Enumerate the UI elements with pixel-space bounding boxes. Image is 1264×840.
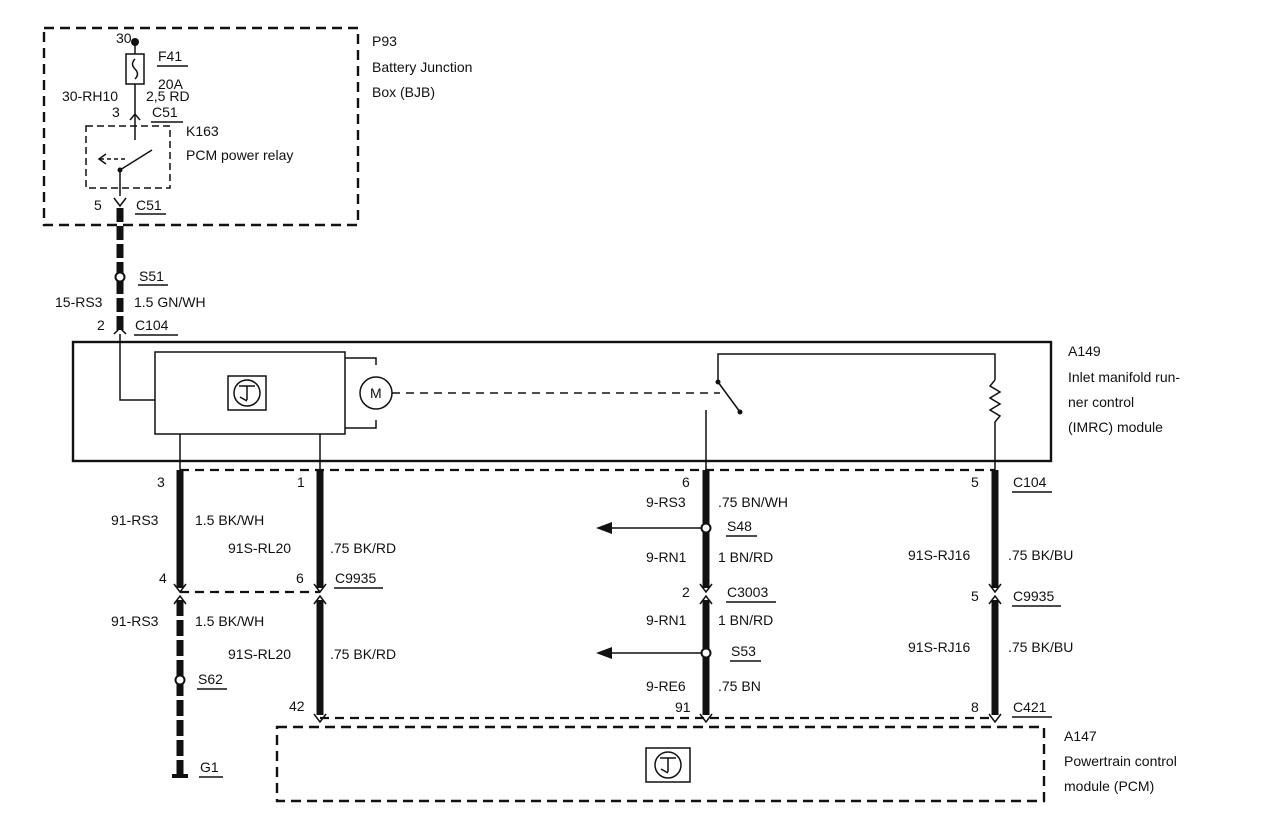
wire1-pin-top: 3	[157, 474, 165, 490]
wire3-connector-mid: C3003	[727, 584, 768, 600]
circuit-30-rh10: 30-RH10	[62, 88, 118, 104]
relay-contact-icon	[119, 149, 153, 171]
wire2-connector-mid: C9935	[335, 570, 376, 586]
wire4-pin-bottom: 8	[971, 699, 979, 715]
wire4-connector-top: C104	[1013, 474, 1047, 490]
connector-c104-pin2-icon	[113, 326, 127, 335]
imrc-code: A149	[1068, 343, 1101, 359]
bjb-name-line2: Box (BJB)	[372, 84, 435, 100]
pcm-code: A147	[1064, 728, 1097, 744]
fuse-rating: 20A	[158, 76, 184, 92]
splice-s62-node	[174, 674, 186, 686]
wire3-pin-top: 6	[682, 474, 690, 490]
wire2-size-a: .75 BK/RD	[330, 540, 396, 556]
bjb-pin-5: 5	[94, 197, 102, 213]
pcm-name-line1: Powertrain control	[1064, 753, 1177, 769]
bjb-pin-30: 30	[116, 30, 132, 46]
motor-label: M	[370, 385, 382, 401]
wire2-size-b: .75 BK/RD	[330, 646, 396, 662]
imrc-control-unit	[154, 351, 346, 435]
wire3-pin-mid: 2	[682, 584, 690, 600]
wire3-size-b: 1 BN/RD	[718, 549, 773, 565]
wire3-circuit-b: 9-RN1	[646, 549, 687, 565]
imrc-name-line3: (IMRC) module	[1068, 419, 1163, 435]
wire4-connector-bottom: C421	[1013, 699, 1047, 715]
connector-c104-top: C104	[135, 317, 169, 333]
imrc-module-box	[71, 340, 1053, 463]
imrc-switch-contact-icon	[717, 381, 741, 413]
wire3-splice-a: S48	[727, 518, 752, 534]
wire4-pin-mid: 5	[971, 588, 979, 604]
wire1-ground: G1	[200, 759, 219, 775]
imrc-name-line1: Inlet manifold run-	[1068, 369, 1180, 385]
wire3-splice-b: S53	[731, 643, 756, 659]
fuse-code: F41	[158, 48, 182, 64]
wire-size-1-5-gn-wh: 1.5 GN/WH	[134, 294, 206, 310]
connector-c51-top-icon	[129, 112, 141, 121]
resistor-icon	[988, 379, 1002, 470]
wire3-size-d: .75 BN	[718, 678, 761, 694]
wire3-circuit-a: 9-RS3	[646, 494, 686, 510]
splice-s53-node	[700, 647, 712, 659]
bjb-pin-3: 3	[112, 104, 120, 120]
wire1-circuit-b: 91-RS3	[111, 613, 159, 629]
connector-c51-bottom-icon	[113, 197, 127, 208]
wire1-pin-mid: 4	[159, 570, 167, 586]
circuit-15-rs3: 15-RS3	[55, 294, 103, 310]
splice-s51-node	[114, 271, 126, 283]
transistor-icon	[233, 379, 261, 407]
relay-name: PCM power relay	[186, 147, 293, 163]
wire2-pin-mid: 6	[296, 570, 304, 586]
bjb-code: P93	[372, 33, 397, 49]
arrow-left-icon-s53	[596, 647, 612, 659]
wire3-circuit-c: 9-RN1	[646, 612, 687, 628]
wire4-size-a: .75 BK/BU	[1008, 547, 1073, 563]
splice-s51: S51	[139, 268, 164, 284]
wire1-size-a: 1.5 BK/WH	[195, 512, 264, 528]
circuit-2-5-rd: 2,5 RD	[146, 88, 190, 104]
upper-pin-2: 2	[97, 317, 105, 333]
pcm-name-line2: module (PCM)	[1064, 778, 1154, 794]
wire4-circuit-a: 91S-RJ16	[908, 547, 970, 563]
wire2-pin-bottom: 42	[289, 698, 305, 714]
wire3-size-a: .75 BN/WH	[718, 494, 788, 510]
splice-s48-node	[700, 522, 712, 534]
arrow-left-icon-s48	[596, 522, 612, 534]
pcm-relay-box	[85, 125, 171, 189]
pcm-transistor-box	[645, 747, 691, 783]
wire1-circuit-a: 91-RS3	[111, 512, 159, 528]
fuse-element-icon	[131, 58, 139, 80]
wire3-size-c: 1 BN/RD	[718, 612, 773, 628]
wire1-splice: S62	[198, 671, 223, 687]
pcm-box	[275, 725, 1046, 803]
relay-coil-arrow-icon	[97, 153, 107, 165]
wire1-size-b: 1.5 BK/WH	[195, 613, 264, 629]
conn-c51-top: C51	[152, 104, 178, 120]
bjb-name-line1: Battery Junction	[372, 59, 472, 75]
wire4-pin-top: 5	[971, 474, 979, 490]
imrc-transistor-box	[227, 375, 267, 411]
wire4-connector-mid: C9935	[1013, 588, 1054, 604]
wire2-pin-top: 1	[297, 474, 305, 490]
conn-c51-bottom: C51	[136, 197, 162, 213]
wire4-size-b: .75 BK/BU	[1008, 639, 1073, 655]
wire2-circuit-a: 91S-RL20	[228, 540, 291, 556]
wire3-pin-bottom: 91	[675, 699, 691, 715]
relay-code: K163	[186, 123, 219, 139]
wire4-circuit-b: 91S-RJ16	[908, 639, 970, 655]
imrc-name-line2: ner control	[1068, 394, 1134, 410]
wire2-circuit-b: 91S-RL20	[228, 646, 291, 662]
pcm-transistor-icon	[654, 751, 682, 779]
wire3-circuit-d: 9-RE6	[646, 678, 686, 694]
